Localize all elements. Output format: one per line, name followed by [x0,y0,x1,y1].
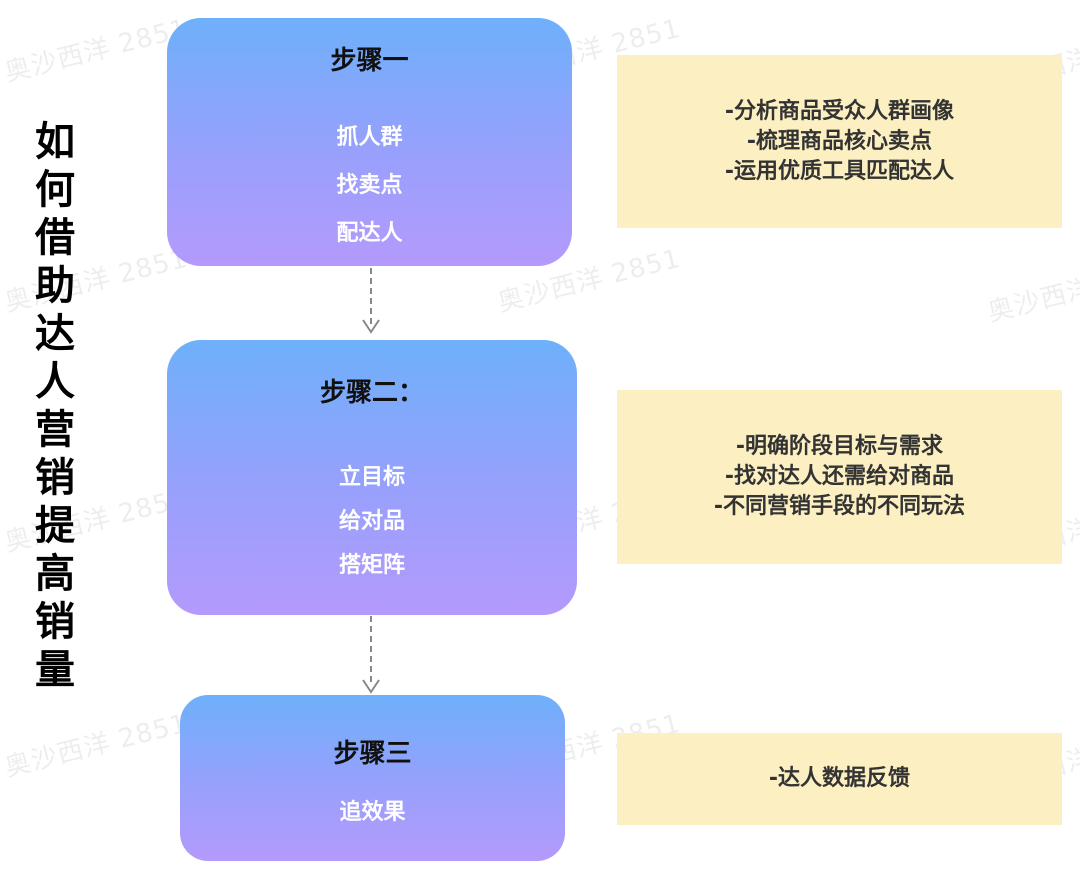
step-1-box: 步骤一 抓人群 找卖点 配达人 [167,18,572,266]
step-3-box: 步骤三 追效果 [180,695,565,861]
step-2-item: 给对品 [338,509,405,534]
step-3-notes: -达人数据反馈 [617,733,1062,825]
step-1-title: 步骤一 [330,46,409,76]
step-1-notes: -分析商品受众人群画像 -梳理商品核心卖点 -运用优质工具匹配达人 [617,55,1062,228]
step-2-notes: -明确阶段目标与需求 -找对达人还需给对商品 -不同营销手段的不同玩法 [617,390,1062,564]
note-line: -达人数据反馈 [768,766,911,791]
step-2-title: 步骤二： [319,378,424,408]
step-1-item: 抓人群 [336,125,403,150]
step-2-items: 立目标 给对品 搭矩阵 [167,456,577,588]
note-line: -运用优质工具匹配达人 [724,158,955,184]
arrow-step1-to-step2 [362,268,380,334]
step-1-item: 找卖点 [336,173,403,198]
step-1-item: 配达人 [336,221,403,246]
step-3-title: 步骤三 [333,739,412,769]
note-line: -明确阶段目标与需求 [735,434,944,459]
arrow-step2-to-step3 [362,616,380,694]
note-line: -找对达人还需给对商品 [724,464,955,489]
note-line: -分析商品受众人群画像 [724,98,955,124]
step-1-items: 抓人群 找卖点 配达人 [167,114,572,258]
note-line: -不同营销手段的不同玩法 [713,494,966,519]
step-2-item: 立目标 [338,465,405,490]
note-line: -梳理商品核心卖点 [746,128,933,154]
step-2-box: 步骤二： 立目标 给对品 搭矩阵 [167,340,577,615]
page-title: 如何借助达人营销提高销量 [35,119,75,693]
step-2-item: 搭矩阵 [338,553,405,578]
step-3-item: 追效果 [339,800,406,825]
step-3-items: 追效果 [180,791,565,835]
